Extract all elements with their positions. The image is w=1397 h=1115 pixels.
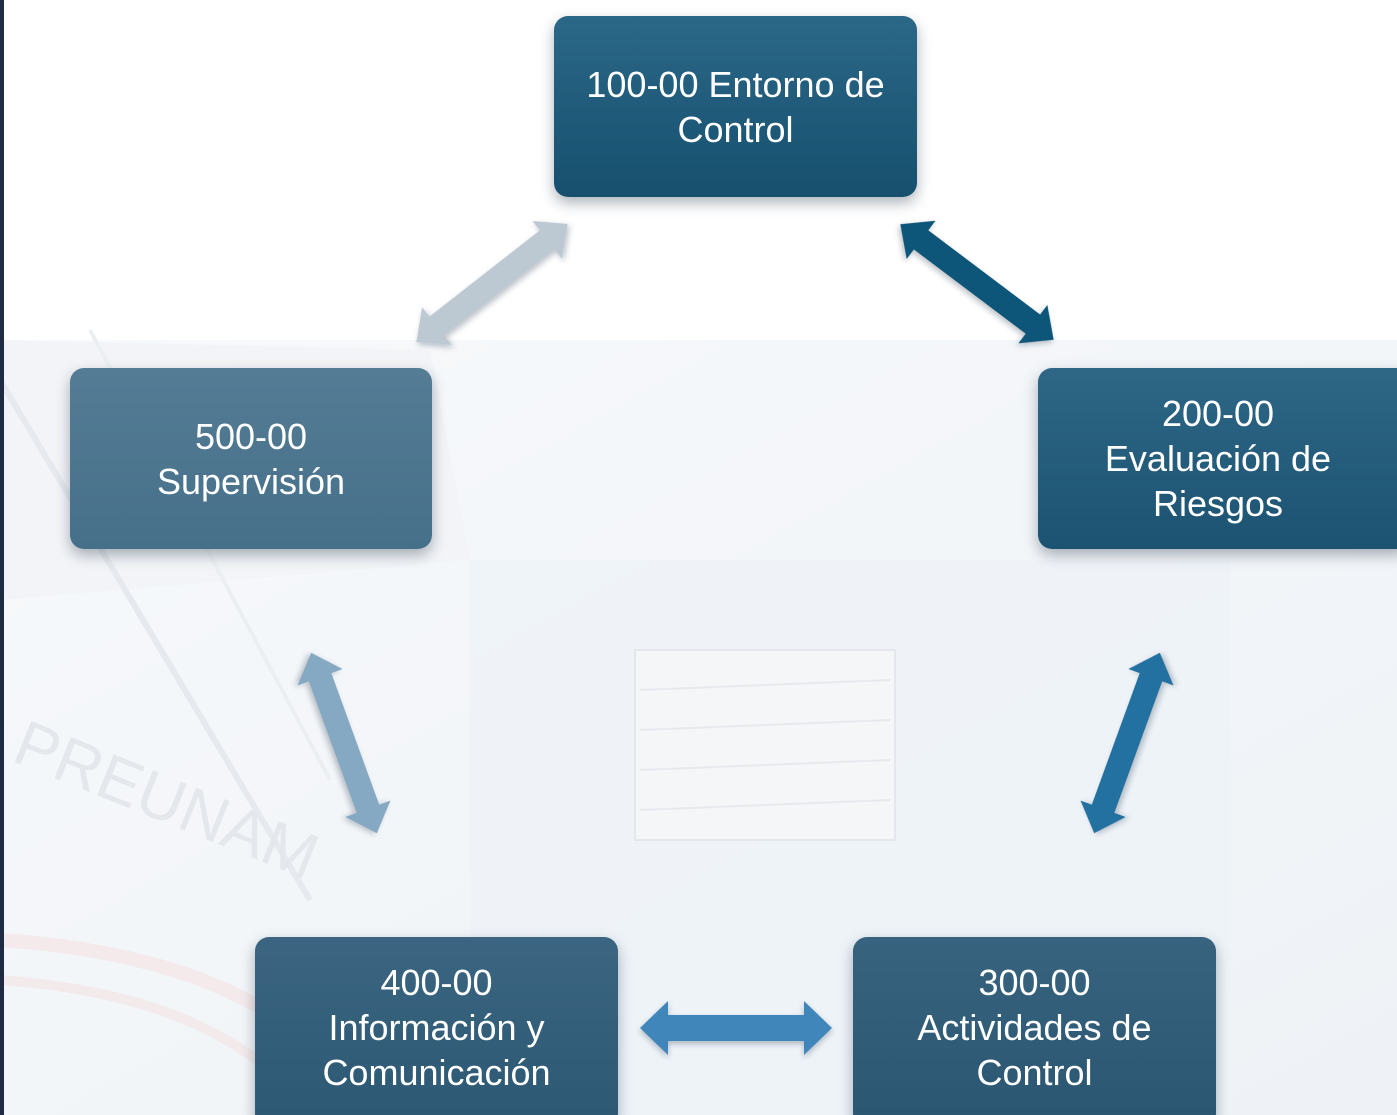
node-label: 500-00 Supervisión [157,414,345,504]
node-label-line: 500-00 [194,415,308,457]
node-supervision: 500-00 Supervisión [70,368,432,549]
node-label-line: Supervisión [156,460,346,502]
node-label-line: 100-00 Entorno de [586,63,885,105]
node-entorno-de-control: 100-00 Entorno de Control [554,16,917,197]
node-label: 100-00 Entorno de Control [586,62,884,152]
node-label-line: Actividades de [917,1006,1152,1048]
node-label-line: 400-00 [380,961,493,1003]
node-label-line: Control [677,108,794,150]
node-label-line: Riesgos [1152,483,1284,524]
node-label-line: 300-00 [978,961,1091,1003]
node-label-line: Control [976,1051,1093,1093]
node-label: 300-00 Actividades de Control [917,960,1151,1095]
node-label-line: Información y [328,1006,545,1048]
left-edge-bar [0,0,4,1115]
node-label-line: Evaluación de [1104,438,1332,479]
node-actividades-de-control: 300-00 Actividades de Control [853,937,1216,1115]
node-label: 400-00 Información y Comunicación [322,960,550,1095]
node-label-line: Comunicación [322,1051,551,1093]
node-evaluacion-de-riesgos: 200-00 Evaluación de Riesgos [1038,368,1397,549]
node-informacion-y-comunicacion: 400-00 Información y Comunicación [255,937,618,1115]
node-label: 200-00 Evaluación de Riesgos [1105,391,1331,526]
node-label-line: 200-00 [1161,393,1275,434]
